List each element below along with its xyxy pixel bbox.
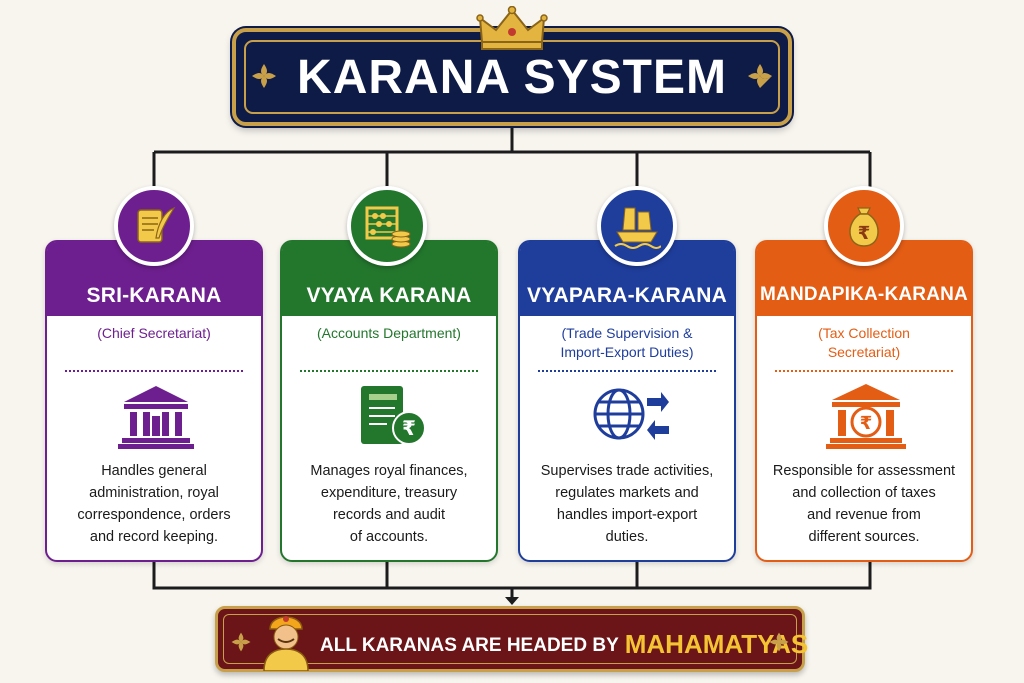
temple-building-icon	[118, 386, 194, 449]
description-line: of accounts.	[349, 529, 429, 545]
card-subtitle: (Accounts Department)	[288, 324, 490, 343]
card-subtitle: (Tax Collection Secretariat)	[763, 324, 965, 362]
svg-text:₹: ₹	[858, 223, 871, 244]
subtitle-line: Secretariat)	[827, 344, 901, 360]
card-mandapika-karana: MANDAPIKA-KARANA (Tax Collection Secreta…	[755, 240, 973, 562]
ledger-rupee-icon: ₹	[361, 386, 426, 445]
description-line: different sources.	[808, 529, 920, 545]
money-bag-icon: ₹	[849, 207, 879, 247]
description-line: expenditure, treasury	[320, 485, 458, 501]
badge-vyapara-karana	[597, 186, 677, 266]
card-description: Handles general administration, royal co…	[55, 460, 253, 548]
card-description: Supervises trade activities, regulates m…	[528, 460, 726, 548]
card-divider	[775, 370, 953, 372]
description-line: Manages royal finances,	[310, 463, 468, 479]
scroll-quill-icon	[137, 206, 176, 243]
description-line: and revenue from	[807, 507, 921, 523]
card-vyapara-karana: VYAPARA-KARANA (Trade Supervision & Impo…	[518, 240, 736, 562]
card-title: VYAPARA-KARANA	[527, 284, 727, 307]
subtitle-line: (Trade Supervision &	[561, 325, 693, 341]
description-line: handles import-export	[556, 507, 698, 523]
fleur-ornament-icon	[252, 64, 276, 88]
svg-text:₹: ₹	[402, 416, 416, 440]
card-divider	[300, 370, 478, 372]
card-title: VYAYA KARANA	[306, 284, 472, 307]
card-sri-karana: SRI-KARANA (Chief Secretariat) Handles g…	[45, 240, 263, 562]
svg-text:₹: ₹	[860, 413, 873, 434]
description-line: and collection of taxes	[792, 485, 936, 501]
badge-vyaya-karana	[347, 186, 427, 266]
footer-lead: ALL KARANAS ARE HEADED BY	[320, 635, 619, 656]
description-line: and record keeping.	[89, 529, 219, 545]
description-line: Handles general	[101, 463, 207, 479]
badge-sri-karana	[114, 186, 194, 266]
description-line: administration, royal	[89, 485, 219, 501]
ship-icon	[614, 207, 661, 249]
fleur-ornament-icon	[231, 632, 251, 652]
description-line: duties.	[605, 529, 649, 545]
description-line: records and audit	[332, 507, 446, 523]
minister-icon	[263, 616, 309, 671]
card-description: Responsible for assessment and collectio…	[765, 460, 963, 548]
subtitle-line: (Accounts Department)	[317, 325, 461, 341]
treasury-rupee-icon: ₹	[826, 384, 906, 449]
fleur-ornament-icon	[748, 64, 772, 88]
card-subtitle: (Trade Supervision & Import-Export Dutie…	[526, 324, 728, 362]
card-description: Manages royal finances, expenditure, tre…	[290, 460, 488, 548]
card-vyaya-karana: VYAYA KARANA (Accounts Department) ₹ Man…	[280, 240, 498, 562]
description-line: regulates markets and	[555, 485, 699, 501]
description-line: Supervises trade activities,	[540, 463, 714, 479]
globe-arrows-icon	[593, 388, 669, 440]
crown-icon	[476, 6, 548, 50]
card-subtitle: (Chief Secretariat)	[53, 324, 255, 343]
footer-inner-border	[223, 614, 797, 664]
subtitle-line: (Chief Secretariat)	[97, 325, 211, 341]
subtitle-line: Import-Export Duties)	[560, 344, 694, 360]
abacus-coins-icon	[365, 206, 411, 248]
description-line: Responsible for assessment	[772, 463, 956, 479]
card-title: SRI-KARANA	[86, 284, 222, 307]
card-divider	[65, 370, 243, 372]
page-title: KARANA SYSTEM	[297, 50, 727, 104]
fleur-ornament-icon	[769, 632, 789, 652]
badge-mandapika-karana: ₹	[824, 186, 904, 266]
description-line: correspondence, orders	[77, 507, 231, 523]
subtitle-line: (Tax Collection	[818, 325, 910, 341]
card-divider	[538, 370, 716, 372]
card-title: MANDAPIKA-KARANA	[760, 284, 968, 305]
